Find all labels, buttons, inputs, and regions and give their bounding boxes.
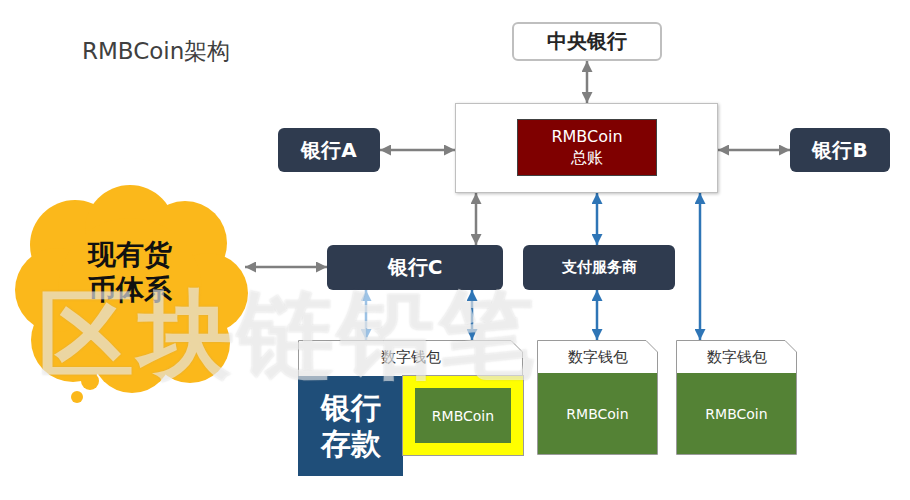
bidirectional-arrow	[718, 149, 790, 152]
bidirectional-arrow	[699, 193, 702, 340]
watermark: 区块链铅笔	[38, 272, 538, 402]
central-bank-box: 中央银行	[512, 22, 662, 61]
rmbcoin-box: RMBCoin	[677, 373, 796, 454]
digital-wallet-label: 数字钱包	[676, 340, 797, 367]
bank-box-label: 银行A	[301, 137, 356, 164]
bidirectional-arrow	[586, 61, 589, 103]
digital-wallet: 数字钱包 RMBCoin	[537, 340, 658, 455]
bank-box-label: 银行B	[812, 137, 867, 164]
bidirectional-arrow	[245, 266, 327, 269]
bidirectional-arrow	[596, 193, 599, 245]
wallet-body	[677, 341, 797, 455]
diagram-title: RMBCoin架构	[82, 36, 230, 67]
ledger-frame: RMBCoin 总账	[455, 103, 718, 193]
central-bank-box-label: 中央银行	[547, 28, 627, 55]
rmbcoin-box-label: RMBCoin	[705, 406, 767, 422]
wallet-body	[538, 341, 658, 455]
digital-wallet: 数字钱包 RMBCoin	[676, 340, 797, 455]
rmbcoin-box: RMBCoin	[538, 373, 657, 454]
payment-provider-box: 支付服务商	[523, 245, 675, 290]
cloud-lobe	[71, 391, 83, 403]
ledger-box-label: RMBCoin 总账	[548, 127, 626, 169]
bank-deposit-box-label: 银行存款	[319, 390, 382, 462]
rmbcoin-box-label: RMBCoin	[432, 408, 494, 424]
payment-provider-box-label: 支付服务商	[562, 258, 637, 277]
bidirectional-arrow	[380, 149, 455, 152]
bank-box-label: 银行C	[388, 254, 443, 281]
bank-box: 银行A	[278, 128, 380, 172]
bank-box: 银行B	[790, 128, 890, 172]
bidirectional-arrow	[475, 193, 478, 245]
digital-wallet-label: 数字钱包	[537, 340, 658, 367]
rmbcoin-box-label: RMBCoin	[566, 406, 628, 422]
bidirectional-arrow	[596, 290, 599, 340]
ledger-box: RMBCoin 总账	[517, 119, 657, 176]
